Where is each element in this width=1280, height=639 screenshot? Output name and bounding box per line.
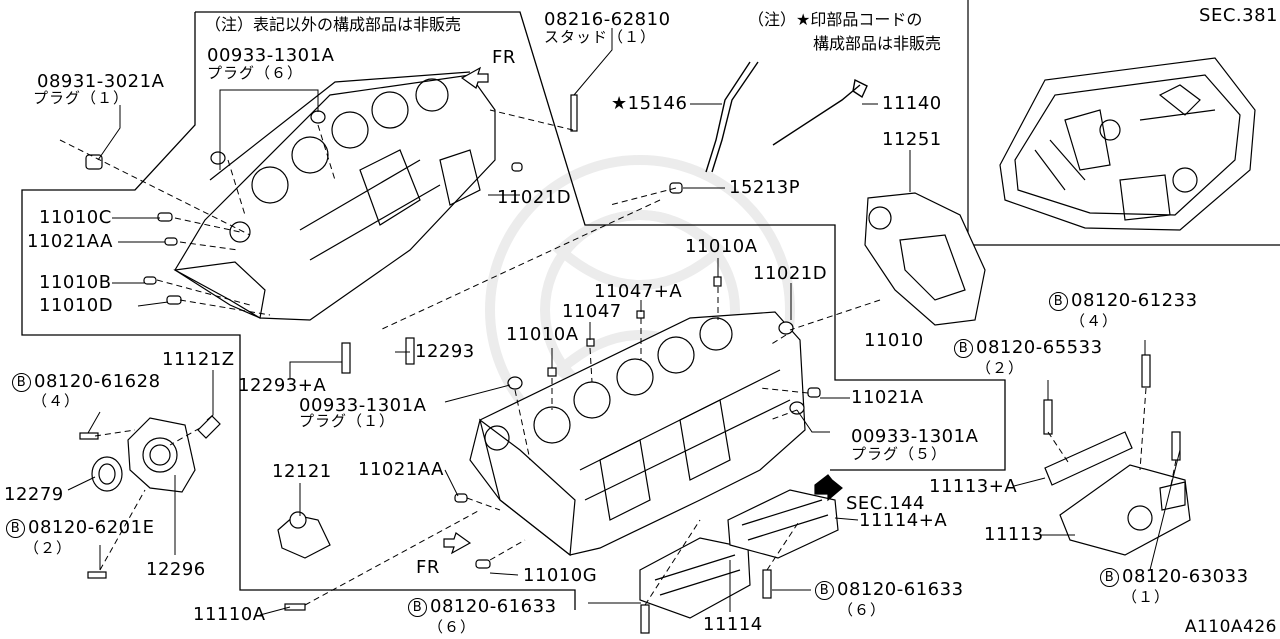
leader-lines <box>67 28 1181 616</box>
part-11021AA-bottom[interactable]: 11021AA <box>358 459 444 480</box>
stiffener-drawings <box>1044 431 1191 556</box>
bolt-08120-6201E-qty: （２） <box>24 539 73 557</box>
bolt-08120-61628-code: 08120-61628 <box>34 371 161 392</box>
bolt-08120-61633-bottom-code: 08120-61633 <box>430 596 557 617</box>
part-12296[interactable]: 12296 <box>146 559 206 580</box>
bolt-08120-61628-qty: （４） <box>32 392 81 410</box>
part-12293[interactable]: 12293 <box>415 341 475 362</box>
part-11010C[interactable]: 11010C <box>39 207 112 228</box>
part-12279[interactable]: 12279 <box>4 484 64 505</box>
part-11010B[interactable]: 11010B <box>39 272 112 293</box>
sensor-drawing <box>277 511 331 559</box>
bolt-marker-icon: B <box>954 339 973 358</box>
fr-label-bottom: FR <box>416 557 440 578</box>
part-11121Z[interactable]: 11121Z <box>162 349 235 370</box>
part-08931-3021A-desc: プラグ（１） <box>33 89 130 107</box>
part-00933-1301A-right-desc: プラグ（５） <box>851 445 948 463</box>
bolt-08120-61233-code: 08120-61233 <box>1071 290 1198 311</box>
section-label-144[interactable]: SEC.144 <box>846 493 925 514</box>
bolt-08120-61633-right-code: 08120-61633 <box>837 579 964 600</box>
rear-plate-drawing <box>864 192 986 326</box>
part-00933-1301A-top[interactable]: 00933-1301A <box>207 45 335 66</box>
oil-pan-drawing <box>999 57 1256 231</box>
bolt-marker-icon: B <box>1049 292 1068 311</box>
part-11021D-right[interactable]: 11021D <box>753 263 828 284</box>
part-00933-1301A-top-desc: プラグ（６） <box>207 64 304 82</box>
section-label-381[interactable]: SEC.381 <box>1199 5 1278 26</box>
part-11113-A[interactable]: 11113+A <box>929 476 1018 497</box>
bolt-08120-63033-code: 08120-63033 <box>1122 566 1249 587</box>
part-11021AA-top[interactable]: 11021AA <box>27 231 113 252</box>
note-star-parts-line2: 構成部品は非販売 <box>813 34 942 53</box>
explode-dashed-lines <box>59 109 1177 606</box>
part-11114-A[interactable]: 11114+A <box>859 510 948 531</box>
part-12121[interactable]: 12121 <box>272 461 332 482</box>
seal-retainer-drawings <box>91 415 221 493</box>
part-11110A[interactable]: 11110A <box>193 604 266 625</box>
part-11010A-right[interactable]: 11010A <box>685 236 758 257</box>
bolt-marker-icon: B <box>1100 568 1119 587</box>
part-15213P[interactable]: 15213P <box>729 177 801 198</box>
bolt-marker-icon: B <box>6 519 25 538</box>
inset-frame <box>967 0 1280 246</box>
part-11047[interactable]: 11047 <box>562 301 622 322</box>
part-00933-1301A-mid[interactable]: 00933-1301A <box>299 395 427 416</box>
bolt-08120-61233-qty: （４） <box>1070 312 1119 330</box>
bolt-marker-icon: B <box>408 598 427 617</box>
part-12293-A[interactable]: 12293+A <box>238 375 327 396</box>
bolt-08120-63033-qty: （１） <box>1122 588 1171 606</box>
bolt-marker-icon: B <box>815 581 834 600</box>
block-upper-drawing <box>173 71 496 321</box>
part-15146[interactable]: ★15146 <box>611 93 688 114</box>
part-08216-62810[interactable]: 08216-62810 <box>544 9 671 30</box>
part-11113[interactable]: 11113 <box>984 524 1044 545</box>
part-11251[interactable]: 11251 <box>882 129 942 150</box>
part-11010A-mid[interactable]: 11010A <box>506 324 579 345</box>
note-not-sold-separately: （注）表記以外の構成部品は非販売 <box>205 15 462 34</box>
bolt-08120-6201E-code: 08120-6201E <box>28 517 155 538</box>
part-00933-1301A-right[interactable]: 00933-1301A <box>851 426 979 447</box>
part-11021A[interactable]: 11021A <box>851 387 924 408</box>
part-08216-62810-desc: スタッド（１） <box>544 28 657 46</box>
fr-label-top: FR <box>492 47 516 68</box>
baffle-drawings <box>639 489 839 619</box>
bolt-08120-61633-right-qty: （６） <box>838 601 887 619</box>
bolt-08120-61633-bottom-qty: （６） <box>428 618 477 636</box>
bolt-08120-65533-qty: （２） <box>976 359 1025 377</box>
bolt-08120-65533-code: 08120-65533 <box>976 337 1103 358</box>
bolt-marker-icon: B <box>12 373 31 392</box>
part-11114[interactable]: 11114 <box>703 614 763 635</box>
block-main-drawing <box>469 311 806 557</box>
dipstick-drawings <box>705 61 868 173</box>
part-00933-1301A-mid-desc: プラグ（１） <box>299 412 396 430</box>
part-08931-3021A[interactable]: 08931-3021A <box>37 71 165 92</box>
part-11047-A[interactable]: 11047+A <box>594 281 683 302</box>
part-11010D[interactable]: 11010D <box>39 295 114 316</box>
part-11010[interactable]: 11010 <box>864 330 924 351</box>
note-star-parts-line1: （注）★印部品コードの <box>748 10 923 29</box>
part-11021D-top[interactable]: 11021D <box>497 187 572 208</box>
part-11140[interactable]: 11140 <box>882 93 942 114</box>
diagram-code: A110A426 <box>1184 617 1277 637</box>
part-11010G[interactable]: 11010G <box>523 565 598 586</box>
sec144-arrow <box>814 474 843 502</box>
group-bracket-lines <box>21 11 1006 610</box>
fr-arrows <box>443 66 489 555</box>
